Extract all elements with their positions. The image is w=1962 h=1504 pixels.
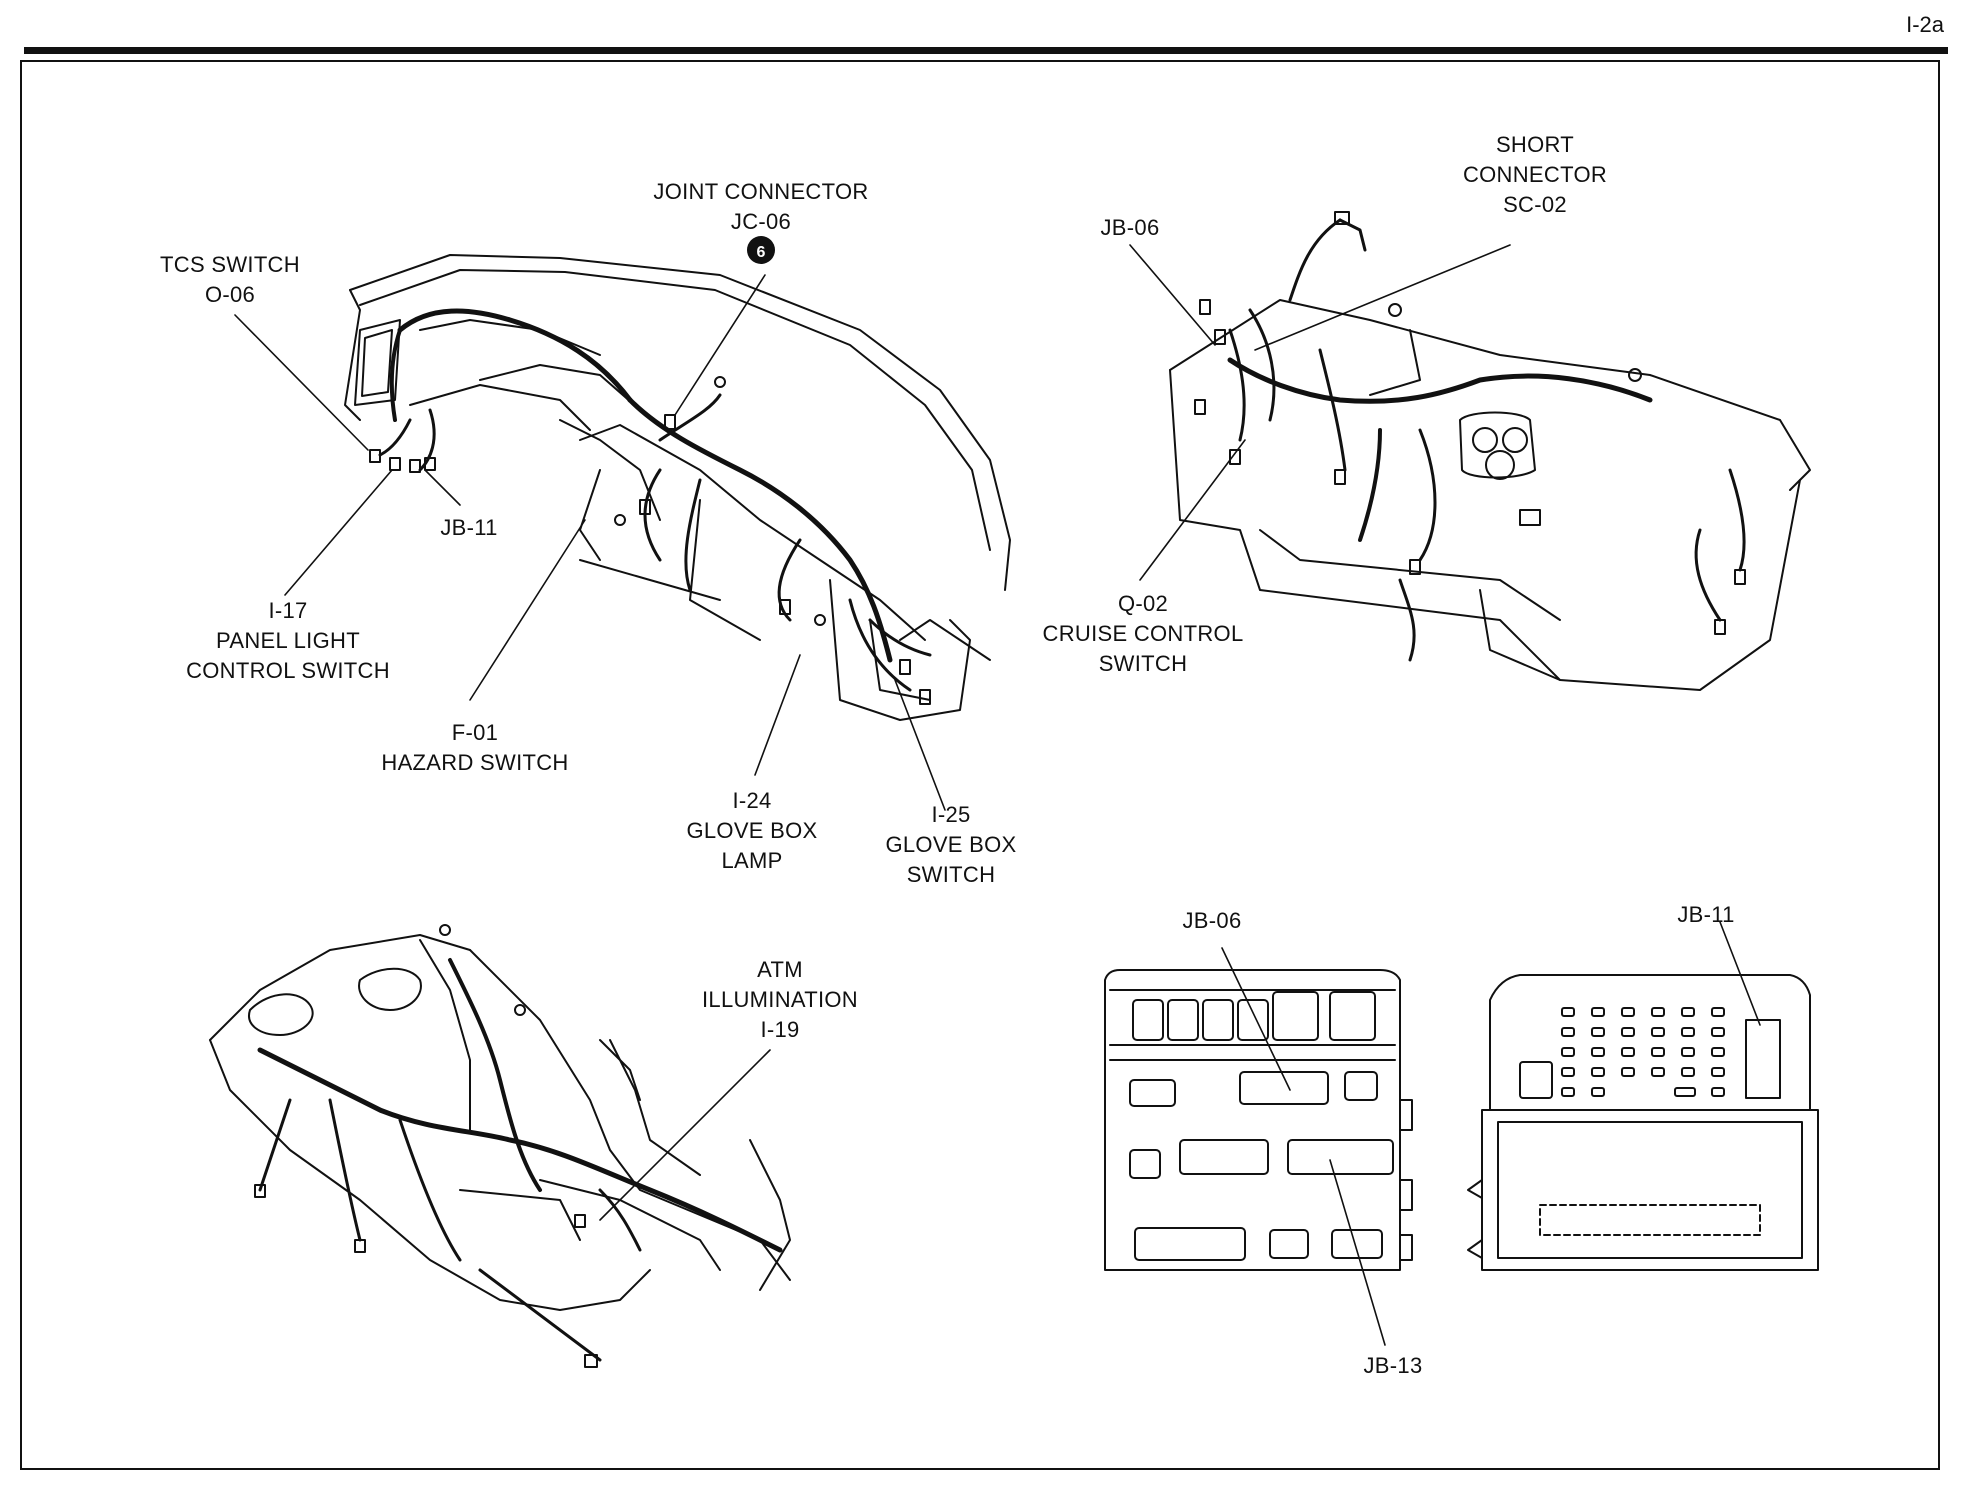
header-rule <box>24 47 1948 54</box>
rear-dash-harness-drawing <box>1169 211 1811 691</box>
dashboard-harness-drawing <box>344 254 1011 721</box>
leader-lines <box>234 244 1761 1346</box>
junction-box-jb11-drawing <box>1467 974 1819 1271</box>
label-jb06-box: JB-06 <box>1182 908 1242 933</box>
junction-box-jb06-drawing <box>1104 969 1413 1271</box>
label-jb06-top: JB-06 <box>1100 215 1160 240</box>
page-number: I-2a <box>1906 12 1944 37</box>
floor-harness-drawing <box>209 924 791 1368</box>
label-jb11-box: JB-11 <box>1677 902 1735 927</box>
jc06-badge-number: 6 <box>757 244 766 261</box>
diagram-frame <box>20 60 1940 1470</box>
label-jb13: JB-13 <box>1363 1353 1423 1378</box>
jc06-callout-badge <box>747 236 775 264</box>
label-jb11-top: JB-11 <box>440 515 498 540</box>
